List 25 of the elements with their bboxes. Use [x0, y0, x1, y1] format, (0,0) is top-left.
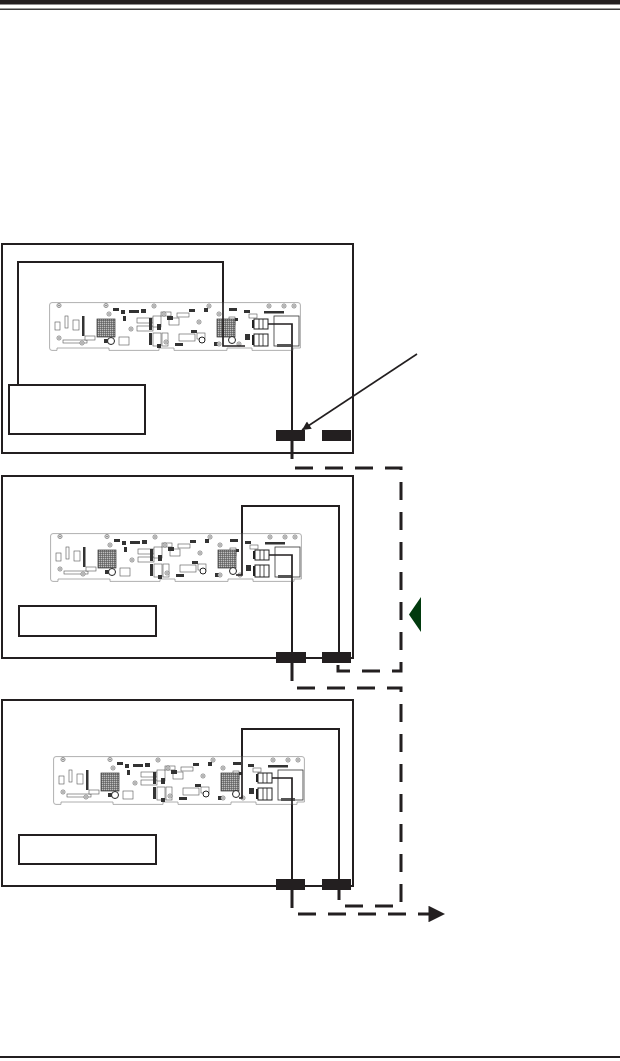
connector-port [322, 879, 351, 890]
enclosure-panel [1, 699, 354, 887]
connector-port [276, 879, 305, 890]
cable-line [291, 581, 293, 653]
enclosure-panel [1, 243, 354, 454]
leader-arrow [301, 353, 418, 431]
cable-line [241, 505, 340, 653]
dashed-cable-arrow [290, 890, 445, 923]
connector-port [322, 430, 351, 441]
connector-port [276, 430, 305, 441]
connector-port [322, 652, 351, 663]
circuit-board-drawing [49, 302, 301, 351]
cable-line [241, 728, 340, 880]
cable-line [291, 804, 293, 880]
cable-line [291, 350, 293, 431]
blank-label-frame [18, 605, 157, 637]
leader-line [17, 261, 224, 385]
dashed-cable [290, 663, 403, 908]
circuit-board-drawing [50, 533, 302, 582]
connector-port [276, 652, 306, 663]
enclosure-panel [1, 475, 354, 659]
dashed-cable [290, 441, 403, 673]
blank-label-frame [8, 384, 146, 435]
circuit-board-drawing [53, 756, 305, 805]
blank-label-frame [18, 834, 157, 865]
